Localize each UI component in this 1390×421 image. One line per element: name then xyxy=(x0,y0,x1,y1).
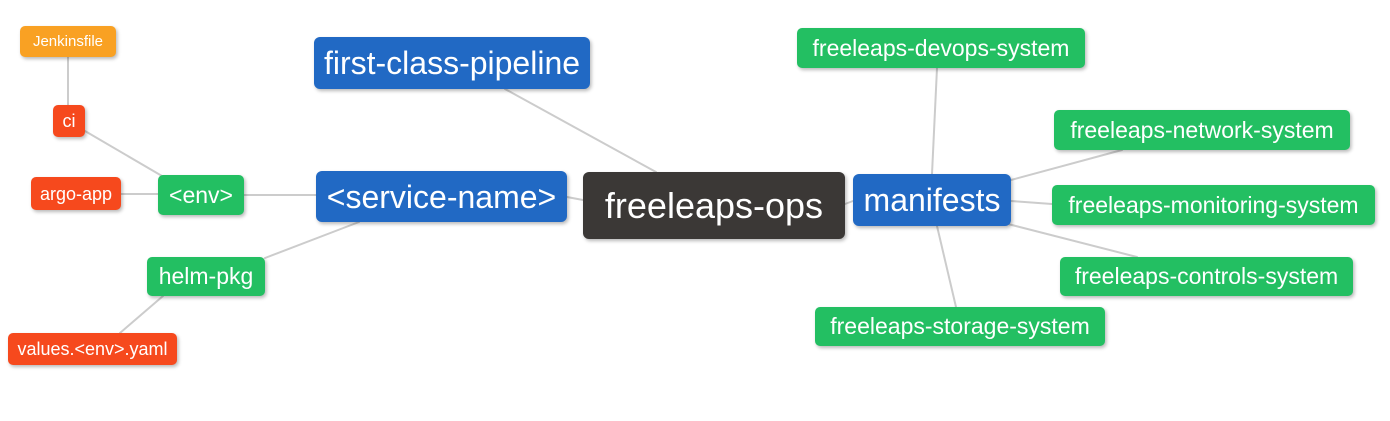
edge-manifests-network xyxy=(1010,149,1123,181)
node-env[interactable]: <env> xyxy=(158,175,244,215)
edge-service-name-root xyxy=(566,196,584,201)
node-freeleaps-monitoring-system[interactable]: freeleaps-monitoring-system xyxy=(1052,185,1375,225)
edge-group xyxy=(67,56,1138,334)
edge-root-manifests xyxy=(844,200,854,205)
edge-helm-pkg-service-name xyxy=(264,221,360,259)
node-argo-app[interactable]: argo-app xyxy=(31,177,121,210)
node-first-class-pipeline[interactable]: first-class-pipeline xyxy=(314,37,590,89)
node-freeleaps-devops-system[interactable]: freeleaps-devops-system xyxy=(797,28,1085,68)
node-jenkinsfile[interactable]: Jenkinsfile xyxy=(20,26,116,57)
node-values-env-yaml[interactable]: values.<env>.yaml xyxy=(8,333,177,365)
node-service-name[interactable]: <service-name> xyxy=(316,171,567,222)
node-ci[interactable]: ci xyxy=(53,105,85,137)
edge-manifests-controls xyxy=(1007,223,1138,258)
node-manifests[interactable]: manifests xyxy=(853,174,1011,226)
edge-pipeline-root xyxy=(504,88,657,173)
edge-manifests-monitoring xyxy=(1010,200,1053,205)
edge-values-helm-pkg xyxy=(119,295,164,334)
edge-manifests-storage xyxy=(936,225,957,308)
edge-ci-env xyxy=(84,130,163,177)
node-freeleaps-ops-root[interactable]: freeleaps-ops xyxy=(583,172,845,239)
node-helm-pkg[interactable]: helm-pkg xyxy=(147,257,265,296)
node-freeleaps-controls-system[interactable]: freeleaps-controls-system xyxy=(1060,257,1353,296)
edge-manifests-devops xyxy=(931,67,938,175)
node-freeleaps-network-system[interactable]: freeleaps-network-system xyxy=(1054,110,1350,150)
node-freeleaps-storage-system[interactable]: freeleaps-storage-system xyxy=(815,307,1105,346)
